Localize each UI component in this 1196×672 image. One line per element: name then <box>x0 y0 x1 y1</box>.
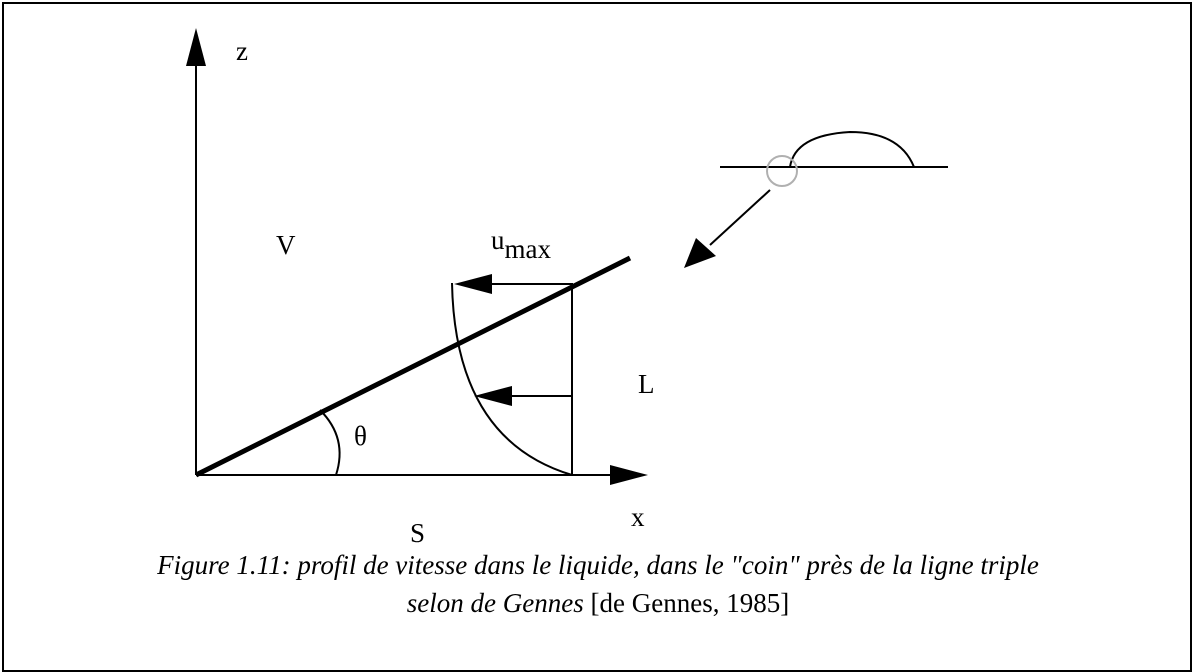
label-max-subscript: max <box>505 234 552 264</box>
label-theta: θ <box>354 421 367 451</box>
velocity-profile-curve <box>451 282 573 476</box>
caption-reference: [de Gennes, 1985] <box>583 588 790 618</box>
wedge-flow-diagram: z x V S L θ umax <box>186 28 948 548</box>
inset-droplet <box>789 130 915 168</box>
caption-line-1-text: Figure 1.11: profil de vitesse dans le l… <box>157 550 1039 580</box>
umax-arrowhead <box>454 274 492 294</box>
angle-theta-arc <box>319 409 341 476</box>
interface-line <box>194 255 632 478</box>
zoom-arrow-shaft <box>709 189 771 246</box>
mid-velocity-arrowhead <box>474 386 512 406</box>
label-umax: umax <box>491 225 551 264</box>
label-L: L <box>638 369 655 399</box>
label-x: x <box>631 502 645 532</box>
zoom-arrowhead <box>684 238 716 268</box>
inset-zoom-circle <box>766 155 798 187</box>
label-S: S <box>410 518 425 548</box>
label-u: u <box>491 225 505 255</box>
label-z: z <box>236 36 248 66</box>
label-V: V <box>276 230 296 260</box>
caption-line-2: selon de Gennes [de Gennes, 1985] <box>0 586 1196 620</box>
x-axis-arrowhead <box>610 465 648 485</box>
caption-line-2-italic: selon de Gennes <box>406 588 584 618</box>
z-axis-arrowhead <box>186 28 206 66</box>
caption-line-1: Figure 1.11: profil de vitesse dans le l… <box>0 548 1196 582</box>
